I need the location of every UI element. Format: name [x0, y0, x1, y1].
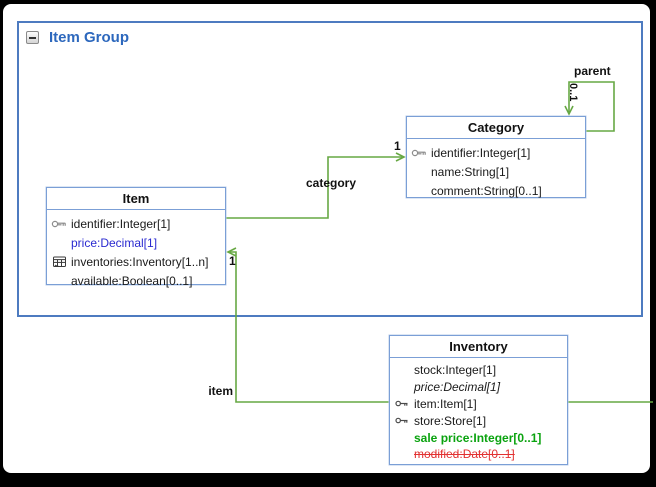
key-icon — [47, 219, 71, 229]
attr-inventories[interactable]: inventories:Inventory[1..n] — [47, 252, 225, 271]
attr-sale-price[interactable]: sale price:Integer[0..1] — [390, 429, 567, 446]
edge-label-category[interactable]: category — [306, 176, 357, 190]
attr-text: inventories:Inventory[1..n] — [71, 254, 209, 269]
edge-multiplicity-category[interactable]: 1 — [394, 139, 401, 153]
attr-text: store:Store[1] — [414, 413, 487, 428]
edge-multiplicity-parent[interactable]: 0..1 — [567, 83, 579, 102]
class-title[interactable]: Item — [47, 188, 225, 210]
class-node-category[interactable]: Category identifier:Integer[1] name:Stri… — [406, 116, 586, 198]
attr-name[interactable]: name:String[1] — [407, 162, 585, 181]
attr-text: stock:Integer[1] — [414, 363, 497, 378]
attribute-list: stock:Integer[1] price:Decimal[1] item:I… — [390, 358, 567, 463]
group-header: Item Group — [26, 29, 129, 46]
attr-price[interactable]: price:Decimal[1] — [47, 233, 225, 252]
attr-identifier[interactable]: identifier:Integer[1] — [47, 214, 225, 233]
attr-text: modified:Date[0..1] — [414, 447, 515, 462]
attr-text: available:Boolean[0..1] — [71, 273, 193, 288]
group-title: Item Group — [49, 29, 130, 46]
class-title[interactable]: Inventory — [390, 336, 567, 358]
attr-price[interactable]: price:Decimal[1] — [390, 379, 567, 396]
class-node-inventory[interactable]: Inventory stock:Integer[1] price:Decimal… — [389, 335, 568, 465]
minus-glyph — [29, 36, 36, 39]
class-title[interactable]: Category — [407, 117, 585, 139]
attr-text: price:Decimal[1] — [414, 380, 501, 395]
edge-label-item[interactable]: item — [208, 384, 233, 398]
edge-multiplicity-item[interactable]: 1 — [229, 254, 236, 268]
attr-text: identifier:Integer[1] — [71, 216, 171, 231]
attr-text: identifier:Integer[1] — [431, 145, 531, 160]
attr-available[interactable]: available:Boolean[0..1] — [47, 271, 225, 290]
attr-text: sale price:Integer[0..1] — [414, 430, 542, 445]
collapse-minus-icon[interactable] — [26, 31, 39, 44]
attr-text: comment:String[0..1] — [431, 183, 542, 198]
attr-store[interactable]: store:Store[1] — [390, 412, 567, 429]
attr-item[interactable]: item:Item[1] — [390, 396, 567, 413]
key-icon — [407, 148, 431, 158]
class-node-item[interactable]: Item identifier:Integer[1] price:Decimal… — [46, 187, 226, 288]
attribute-list: identifier:Integer[1] name:String[1] com… — [407, 139, 585, 200]
attr-identifier[interactable]: identifier:Integer[1] — [407, 143, 585, 162]
reference-icon — [390, 415, 414, 426]
attr-comment[interactable]: comment:String[0..1] — [407, 181, 585, 200]
attr-stock[interactable]: stock:Integer[1] — [390, 362, 567, 379]
reference-icon — [390, 398, 414, 409]
attr-text: item:Item[1] — [414, 396, 477, 411]
edge-label-parent[interactable]: parent — [574, 64, 611, 78]
diagram-canvas: Item Group category 1 parent 0..1 item 1… — [3, 4, 653, 473]
attr-text: price:Decimal[1] — [71, 235, 158, 250]
attr-modified[interactable]: modified:Date[0..1] — [390, 446, 567, 463]
attribute-list: identifier:Integer[1] price:Decimal[1] i… — [47, 210, 225, 290]
attr-text: name:String[1] — [431, 164, 510, 179]
table-icon — [47, 256, 71, 268]
